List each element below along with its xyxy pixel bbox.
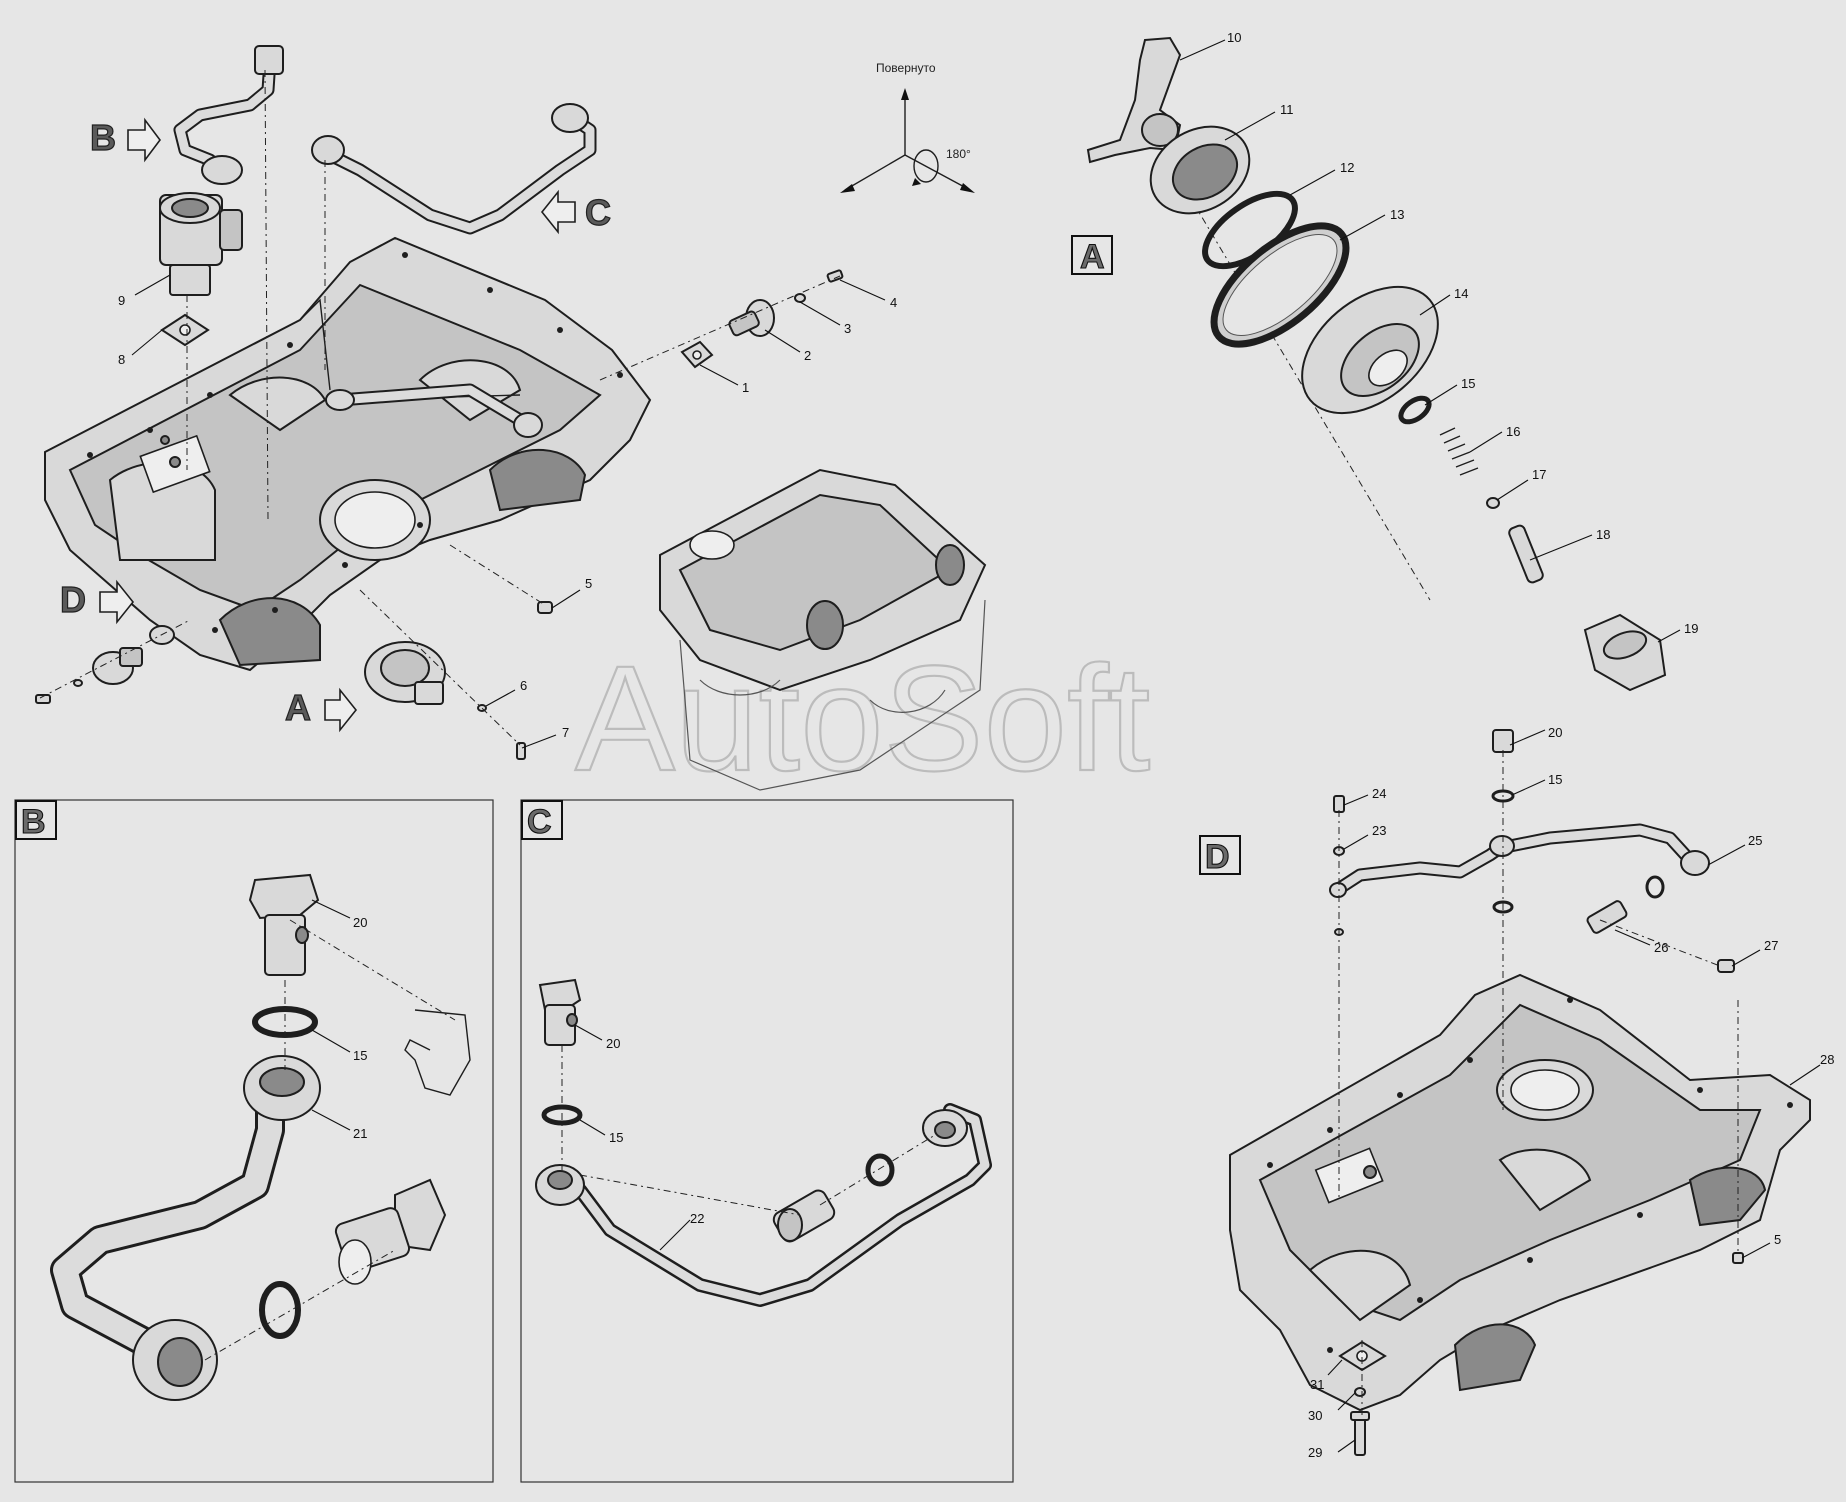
callout-5: 5 <box>585 576 592 591</box>
view-arrow-d: D <box>59 578 135 625</box>
gearbox-housing-main <box>44 236 652 672</box>
view-c-banjo-bolt <box>538 978 582 1046</box>
callout-d-27: 27 <box>1764 938 1778 953</box>
part-flange-d-side <box>35 625 175 704</box>
callout-2: 2 <box>804 348 811 363</box>
part-19-nut <box>1583 613 1667 692</box>
view-arrow-c-label: C <box>585 192 611 233</box>
view-c-axes <box>561 1045 936 1216</box>
view-arrow-a-label: A <box>285 687 311 728</box>
callout-c-15: 15 <box>609 1130 623 1145</box>
callout-14: 14 <box>1454 286 1468 301</box>
view-c-washer-right <box>865 1153 895 1187</box>
pipe-c-assembly <box>311 103 597 235</box>
view-d-bolt-holes <box>1267 997 1793 1353</box>
view-b-fitting <box>334 1178 447 1285</box>
part-7-bolt <box>516 742 526 760</box>
view-arrow-d-label: D <box>60 579 86 620</box>
view-b-banjo-bolt <box>248 873 320 976</box>
part-18-plunger <box>1508 524 1544 584</box>
callout-9: 9 <box>118 293 125 308</box>
housing-bolt-holes <box>87 252 623 633</box>
part-flange-a <box>364 641 446 705</box>
callout-4: 4 <box>890 295 897 310</box>
callout-b-15: 15 <box>353 1048 367 1063</box>
part-4-bolt <box>826 269 844 283</box>
callout-d-28: 28 <box>1820 1052 1834 1067</box>
part-16-spring <box>1439 427 1479 476</box>
callout-18: 18 <box>1596 527 1610 542</box>
callout-d-29: 29 <box>1308 1445 1322 1460</box>
rotation-indicator: Повернуто 180° <box>840 61 975 193</box>
view-c-fitting <box>772 1189 836 1243</box>
view-b-loop-symbol <box>404 1009 471 1096</box>
part-2-fitting <box>728 299 775 337</box>
callout-d-5: 5 <box>1774 1232 1781 1247</box>
callout-8: 8 <box>118 352 125 367</box>
callout-3: 3 <box>844 321 851 336</box>
callout-d-15: 15 <box>1548 772 1562 787</box>
callout-d-20: 20 <box>1548 725 1562 740</box>
part-3-washer <box>794 293 806 303</box>
view-c-title: C <box>527 803 552 841</box>
view-a-label-box: A <box>1071 235 1113 277</box>
rotation-label: Повернуто <box>876 61 936 75</box>
view-arrow-a: A <box>284 686 358 733</box>
callout-c-20: 20 <box>606 1036 620 1051</box>
view-b-pipe <box>50 1055 321 1401</box>
part-13-gasket <box>1210 222 1350 348</box>
callout-12: 12 <box>1340 160 1354 175</box>
callout-1: 1 <box>742 380 749 395</box>
part-14-cover-flange <box>1301 285 1439 415</box>
callout-11: 11 <box>1280 102 1294 117</box>
callout-d-31: 31 <box>1310 1377 1324 1392</box>
rotation-angle: 180° <box>946 147 971 161</box>
view-arrow-b: B <box>89 116 161 163</box>
part-11-bearing-cap <box>1149 125 1251 215</box>
view-d-title: D <box>1205 838 1230 876</box>
view-b-axes <box>204 919 456 1361</box>
view-c-pipe <box>535 1103 992 1307</box>
part-17-washer <box>1486 497 1500 509</box>
view-d-axes <box>1338 750 1739 1420</box>
view-b-washer-bottom <box>259 1281 301 1339</box>
part-6-washer <box>477 704 487 712</box>
view-arrow-b-label: B <box>90 117 116 158</box>
pipe-b-assembly <box>173 45 284 185</box>
part-15-o-ring <box>1398 395 1432 425</box>
callout-10: 10 <box>1227 30 1241 45</box>
locator-thumbnail <box>659 468 987 791</box>
callout-7: 7 <box>562 725 569 740</box>
callout-15-a: 15 <box>1461 376 1475 391</box>
part-1-gasket <box>680 340 714 369</box>
assembly-axes-main <box>39 69 841 746</box>
callout-19: 19 <box>1684 621 1698 636</box>
callout-d-25: 25 <box>1748 833 1762 848</box>
callout-6: 6 <box>520 678 527 693</box>
callout-d-30: 30 <box>1308 1408 1322 1423</box>
view-b-title: B <box>21 803 46 841</box>
view-d-assembly: D <box>1199 729 1811 1456</box>
callout-d-24: 24 <box>1372 786 1386 801</box>
view-c-panel: C <box>520 799 1014 1483</box>
part-5-plug <box>537 601 553 614</box>
view-arrow-c: C <box>540 189 612 235</box>
callout-13: 13 <box>1390 207 1404 222</box>
callout-d-23: 23 <box>1372 823 1386 838</box>
callout-17: 17 <box>1532 467 1546 482</box>
callout-c-22: 22 <box>690 1211 704 1226</box>
part-10-lever <box>1086 36 1182 164</box>
callout-16: 16 <box>1506 424 1520 439</box>
callout-b-20: 20 <box>353 915 367 930</box>
view-a-title: A <box>1080 238 1105 276</box>
part-9-valve-body <box>159 192 243 296</box>
callout-b-21: 21 <box>353 1126 367 1141</box>
view-b-panel: B <box>14 799 494 1483</box>
callout-labels: 1 2 3 4 5 6 7 8 9 10 11 12 13 14 15 16 1… <box>118 30 1834 1460</box>
part-8-gasket <box>160 313 210 347</box>
leader-lines <box>131 39 1821 1453</box>
callout-d-26: 26 <box>1654 940 1668 955</box>
